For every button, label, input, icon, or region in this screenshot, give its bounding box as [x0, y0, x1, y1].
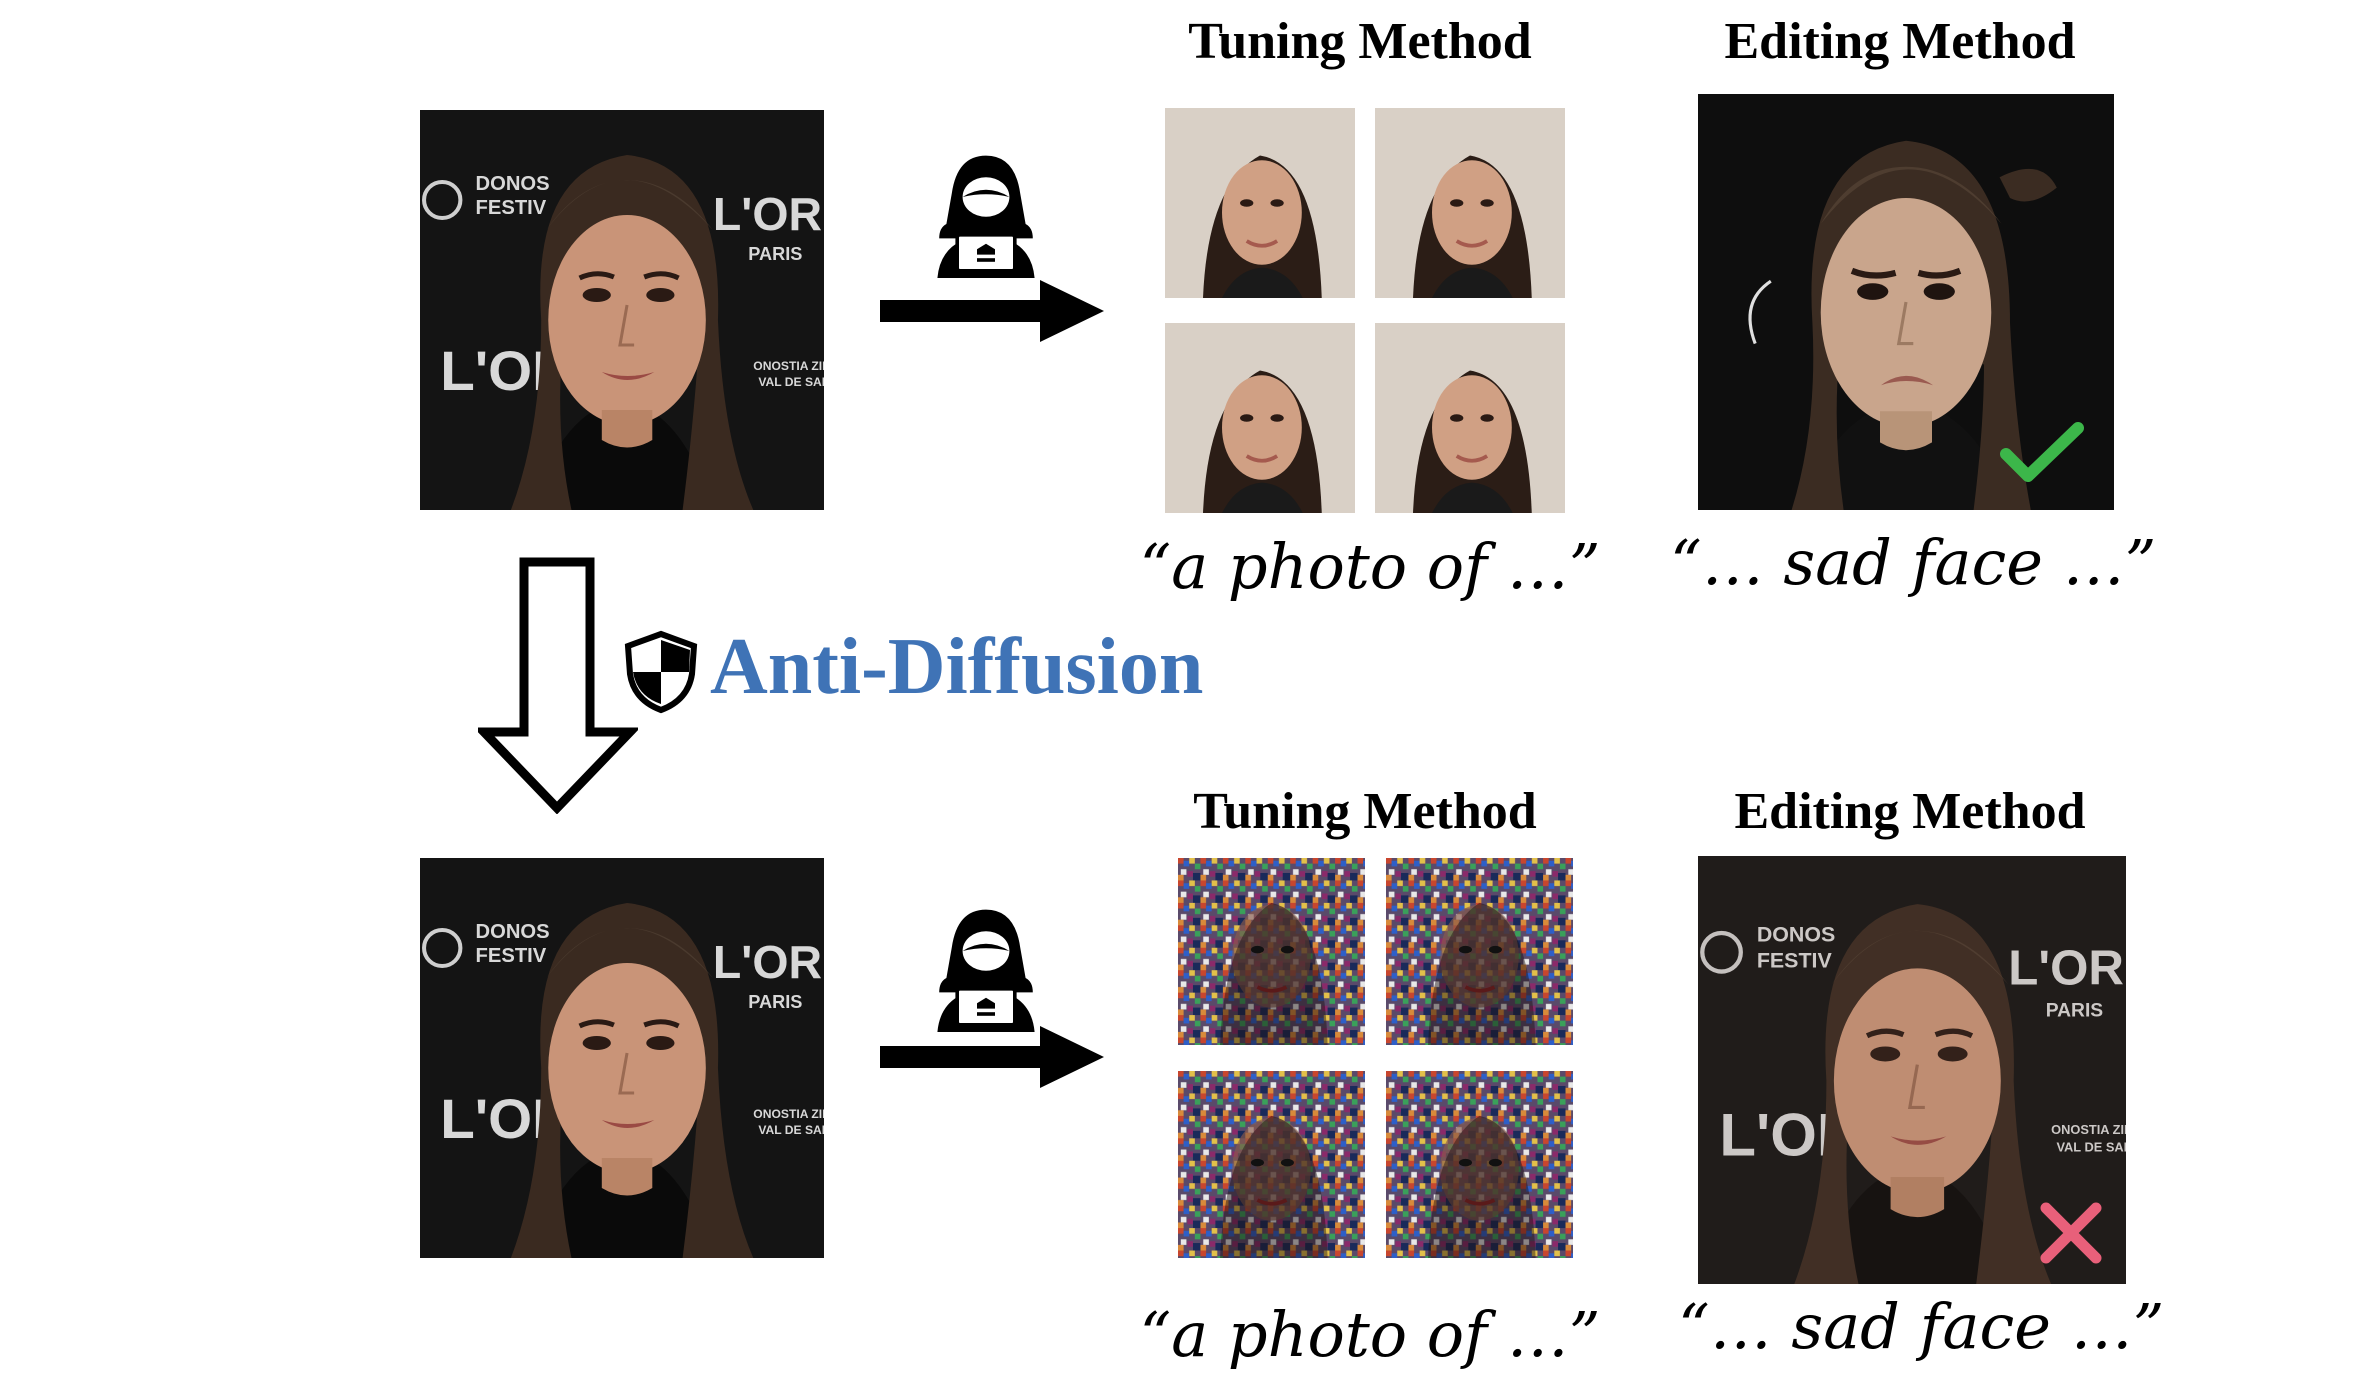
- distorted-image: [1178, 1071, 1365, 1258]
- anti-diffusion-label: Anti-Diffusion: [710, 623, 1204, 711]
- distorted-image: [1386, 1071, 1573, 1258]
- generated-image: [1375, 323, 1565, 513]
- shield-icon: [622, 630, 700, 714]
- right-arrow-icon: [880, 276, 1108, 346]
- hacker-icon: [932, 152, 1040, 278]
- right-arrow-icon: [880, 1022, 1108, 1092]
- distorted-image: [1386, 858, 1573, 1045]
- editing-prompt-caption: “… sad face …”: [1678, 1290, 2165, 1363]
- tuning-method-heading: Tuning Method: [1193, 783, 1537, 840]
- tuning-method-heading: Tuning Method: [1188, 13, 1532, 70]
- editing-method-heading: Editing Method: [1734, 783, 2086, 840]
- tuning-prompt-caption: “a photo of …”: [1139, 530, 1601, 603]
- tuning-output-grid: [1178, 858, 1573, 1258]
- cross-mark-icon: [2036, 1198, 2106, 1268]
- distorted-image: [1178, 858, 1365, 1045]
- editing-prompt-caption: “… sad face …”: [1670, 526, 2157, 599]
- down-arrow-icon: [478, 556, 638, 814]
- original-portrait: [420, 110, 824, 510]
- generated-image: [1165, 108, 1355, 298]
- generated-image: [1375, 108, 1565, 298]
- protected-portrait: [420, 858, 824, 1258]
- editing-method-heading: Editing Method: [1724, 13, 2076, 70]
- hacker-icon: [932, 906, 1040, 1032]
- tuning-prompt-caption: “a photo of …”: [1139, 1298, 1601, 1371]
- tuning-output-grid: [1165, 108, 1570, 513]
- check-mark-icon: [2000, 420, 2084, 484]
- generated-image: [1165, 323, 1355, 513]
